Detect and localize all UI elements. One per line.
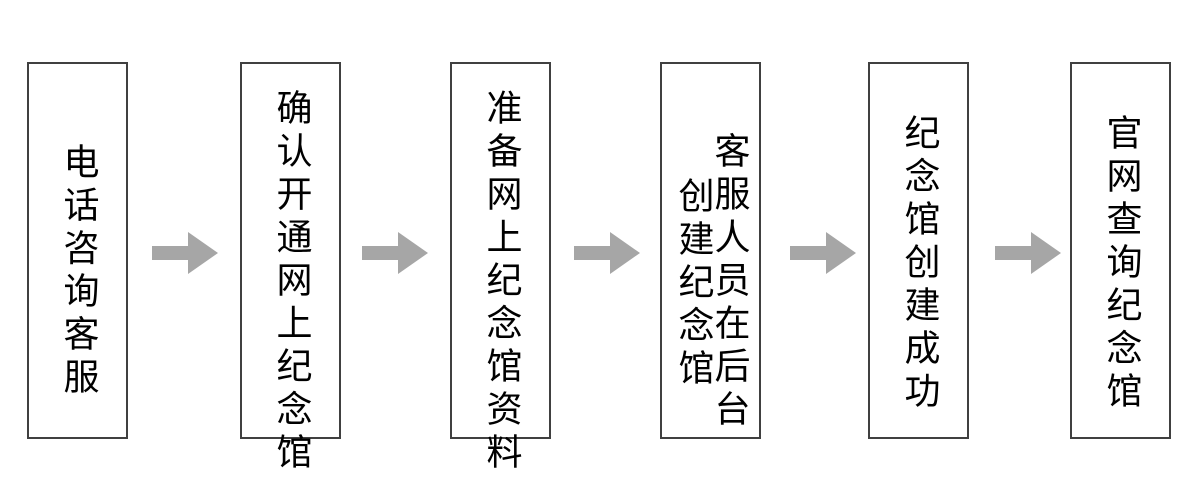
flow-step-5-label-col-1: 纪念馆创建成功 [898, 114, 940, 415]
flow-step-5[interactable]: 纪念馆创建成功 [868, 62, 969, 439]
flow-step-2[interactable]: 确认开通网上纪念馆 [240, 62, 341, 476]
flow-arrow-3 [574, 232, 640, 274]
flow-step-4[interactable]: 客服人员在后台 创建纪念馆 [660, 62, 761, 439]
flow-step-4-label-col-2: 创建纪念馆 [672, 177, 714, 392]
flow-step-2-label-col-1: 确认开通网上纪念馆 [270, 89, 312, 476]
flow-step-4-label-col-1: 客服人员在后台 [708, 132, 750, 433]
flow-step-1[interactable]: 电话咨询客服 [27, 62, 128, 439]
flow-step-1-label-col-1: 电话咨询客服 [57, 143, 99, 401]
flow-arrow-5 [995, 232, 1061, 274]
flow-arrow-2 [362, 232, 428, 274]
flow-step-3[interactable]: 准备网上纪念馆资料 [450, 62, 551, 476]
flow-arrow-4 [790, 232, 856, 274]
flow-step-3-label-col-1: 准备网上纪念馆资料 [480, 89, 522, 476]
flow-step-6[interactable]: 官网查询纪念馆 [1070, 62, 1171, 439]
flow-arrow-1 [152, 232, 218, 274]
flow-step-6-label-col-1: 官网查询纪念馆 [1100, 114, 1142, 415]
